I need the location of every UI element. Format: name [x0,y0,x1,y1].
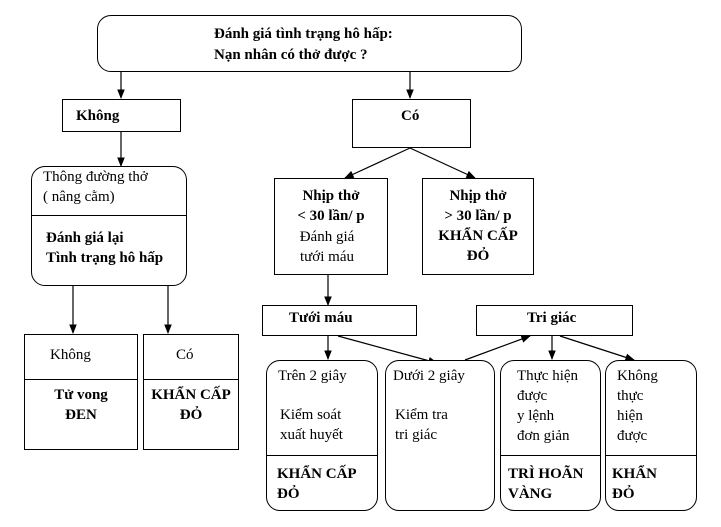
consciousness-label: Tri giác [527,310,577,326]
rate-below-30-box [274,178,388,275]
yes-breathing-box [352,99,471,148]
refill-under-2s-box [385,360,495,511]
rate-above-30-box [422,178,534,275]
refill-over-2s-divider [267,455,377,456]
rate-above-30-text: Nhịp thở > 30 lần/ p KHẨN CẤP ĐỎ [438,188,518,264]
follows-commands-box [500,360,601,511]
not-follow-commands-divider [606,455,696,456]
open-airway-divider [32,215,186,216]
deceased-black-result: Tử vong ĐEN [54,387,108,423]
not-follow-commands-text: Không thực hiện được [617,368,658,444]
consciousness-box [476,305,633,336]
breathing-restored-box [143,334,239,450]
refill-over-2s-result: KHẨN CẤP ĐỎ [277,466,357,502]
assess-perfusion-text: Đánh giá tưới máu [299,229,355,265]
open-airway-text: Thông đường thở ( nâng cằm) [43,169,148,205]
still-no-breathing-box [24,334,138,450]
follows-commands-text: Thực hiện được y lệnh đơn giản [517,368,579,444]
breathing-restored-divider [144,379,238,380]
no-breathing-label: Không [76,108,120,124]
delayed-yellow-result: TRÌ HOÃN VÀNG [508,466,584,502]
not-follow-commands-box [605,360,697,511]
no-breathing-box [62,99,181,132]
rate-below-30-text: Nhịp thở < 30 lần/ p [297,188,365,224]
still-no-breathing-label: Không [50,347,91,363]
open-airway-box [31,166,187,286]
still-no-breathing-divider [25,379,137,380]
immediate-red-result: KHẨN CẤP ĐỎ [151,387,231,423]
not-follow-red-result: KHẨN ĐỎ [612,466,657,502]
refill-under-2s-label: Dưới 2 giây [393,368,465,384]
root-question-line2: Nạn nhân có thở được ? [214,47,368,63]
follows-commands-divider [501,455,600,456]
perfusion-label: Tưới máu [289,310,353,326]
root-question-line1: Đánh giá tình trạng hô hấp: [214,26,393,42]
reassess-text: Đánh giá lại Tình trạng hô hấp [46,230,164,266]
root-question-box [97,15,522,72]
yes-breathing-label: Có [401,108,420,124]
breathing-restored-label: Có [176,347,194,363]
refill-over-2s-label: Trên 2 giây [278,368,347,384]
refill-over-2s-box [266,360,378,511]
check-consciousness-text: Kiểm tra tri giác [395,407,448,443]
control-bleeding-text: Kiểm soát xuất huyết [280,407,343,443]
perfusion-box [262,305,417,336]
